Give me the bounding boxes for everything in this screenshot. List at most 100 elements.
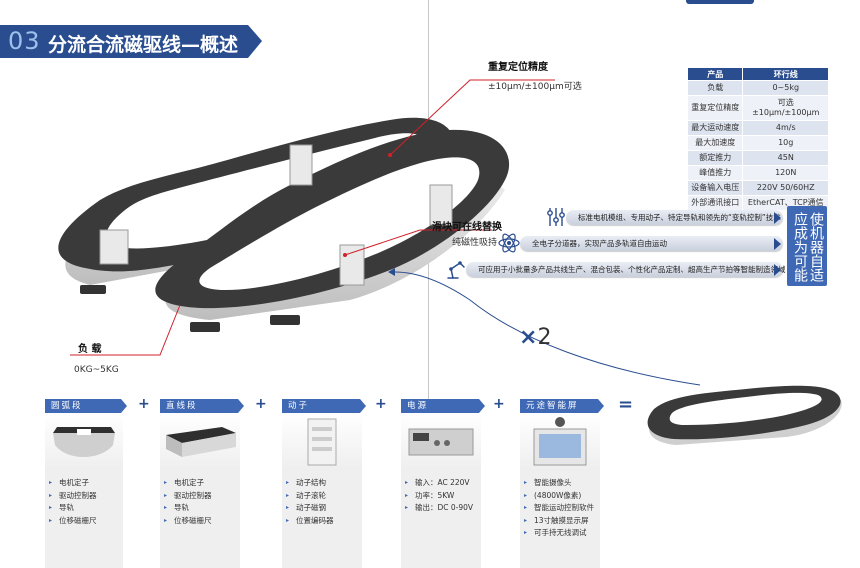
spec-label: 外部通讯接口 [686,195,744,211]
section-title-bar: 03 分流合流磁驱线—概述 [0,25,262,58]
callout-slider-value: 纯磁性吸持 [452,238,498,248]
component-header-power: 电源 [401,399,485,413]
spec-value: 0~5kg [742,80,829,96]
list-item: 位置编码器 [286,515,362,528]
list-item: 输出：DC 0-90V [405,502,481,515]
component-list-mover: 动子结构动子滚轮动子磁钢位置编码器 [282,471,362,568]
top-tab-decoration [686,0,754,4]
spec-header-product: 产品 [686,67,744,81]
spec-value: 120N [742,165,829,181]
component-header-straight: 直线段 [160,399,244,413]
callout-precision-title: 重复定位精度 [488,62,548,73]
mover-image [282,413,362,471]
component-header-mover: 动子 [282,399,366,413]
spec-header-ring: 环行线 [742,67,829,81]
pill-arrow-icon [774,238,781,250]
slogan-vertical-box: 应成为可能 使机器自适 [787,206,827,286]
list-item: 位移磁栅尺 [164,515,240,528]
component-header-arc: 圆弧段 [45,399,127,413]
page-fold-divider [428,0,429,568]
straight-segment-image [160,413,240,471]
equals-icon: = [618,394,634,415]
callout-load-value: 0KG~5KG [74,365,119,375]
list-item: 可手持无线调试 [524,527,600,540]
list-item: 动子磁钢 [286,502,362,515]
component-list-power: 输入：AC 220V功率：5KW输出：DC 0-90V [401,471,481,568]
sliders-icon [547,208,565,226]
component-list-straight: 电机定子驱动控制器导轨位移磁栅尺 [160,471,240,568]
list-item: 智能摄像头 [524,477,600,490]
multiplier-label: ×2 [519,322,551,350]
plus-icon: + [255,396,267,412]
feature-pill-2: 全电子分道器，实现产品多轨道自由运动 [520,236,783,251]
list-item: 功率：5KW [405,490,481,503]
list-item: 智能运动控制软件 [524,502,600,515]
spec-label: 负载 [686,80,744,96]
list-item: 动子滚轮 [286,490,362,503]
dual-loop-track-illustration [58,117,510,332]
callout-precision: 重复定位精度 ±10μm/±100μm可选 [488,58,582,92]
spec-label: 重复定位精度 [686,95,744,121]
feature-pill-3: 可应用于小批量多产品共线生产、混合包装、个性化产品定制、超高生产节拍等智能制造领… [466,262,786,277]
component-header-smart-screen: 元途智能屏 [520,399,604,413]
spec-label: 设备输入电压 [686,180,744,196]
table-row: 重复定位精度可选 ±10μm/±100μm [686,95,829,121]
mover-module [429,184,453,226]
spec-label: 最大加速度 [686,135,744,151]
atom-icon [498,233,520,253]
list-item: (4800W像素) [524,490,600,503]
callout-precision-value: ±10μm/±100μm可选 [488,82,582,92]
spec-value: 45N [742,150,829,166]
plus-icon: + [493,396,505,412]
list-item: 动子结构 [286,477,362,490]
list-item: 电机定子 [49,477,123,490]
spec-table-header: 产品 环行线 [686,67,829,81]
list-item: 导轨 [49,502,123,515]
callout-load-title: 负 载 [78,344,102,355]
spec-value: 4m/s [742,120,829,136]
robot-arm-icon [447,261,465,279]
arc-segment-image [45,413,123,471]
mover-module [99,229,129,265]
list-item: 13寸触摸显示屏 [524,515,600,528]
list-item: 驱动控制器 [164,490,240,503]
spec-label: 最大运动速度 [686,120,744,136]
callout-slider: 滑块可在线替换 纯磁性吸持 [432,218,502,248]
pill-arrow-icon [774,212,781,224]
spec-label: 峰值推力 [686,165,744,181]
callout-slider-title: 滑块可在线替换 [432,222,502,233]
list-item: 电机定子 [164,477,240,490]
multiplier-symbol: × [519,325,538,350]
list-item: 位移磁栅尺 [49,515,123,528]
list-item: 导轨 [164,502,240,515]
plus-icon: + [138,396,150,412]
callout-load: 负 载 0KG~5KG [74,340,119,375]
mover-module [339,244,365,286]
list-item: 驱动控制器 [49,490,123,503]
power-supply-image [401,413,481,471]
multiplier-count: 2 [537,325,552,350]
component-list-smart-screen: 智能摄像头(4800W像素)智能运动控制软件13寸触摸显示屏可手持无线调试 [520,471,600,568]
slogan-col-1: 应成为可能 [792,212,808,282]
spec-value: 220V 50/60HZ [742,180,829,196]
page-title: 分流合流磁驱线—概述 [48,34,239,56]
mover-module [289,144,313,186]
component-list-arc: 电机定子驱动控制器导轨位移磁栅尺 [45,471,123,568]
spec-value: 可选 ±10μm/±100μm [742,95,829,121]
plus-icon: + [375,396,387,412]
pill-arrow-icon [774,264,781,276]
spec-value: 10g [742,135,829,151]
single-loop-track-image [647,385,842,445]
list-item: 输入：AC 220V [405,477,481,490]
slogan-col-2: 使机器自适 [808,212,824,282]
feature-pill-1: 标准电机模组、专用动子、特定导轨和领先的“变轨控制”技术 [566,210,783,225]
smart-screen-image [520,413,600,471]
